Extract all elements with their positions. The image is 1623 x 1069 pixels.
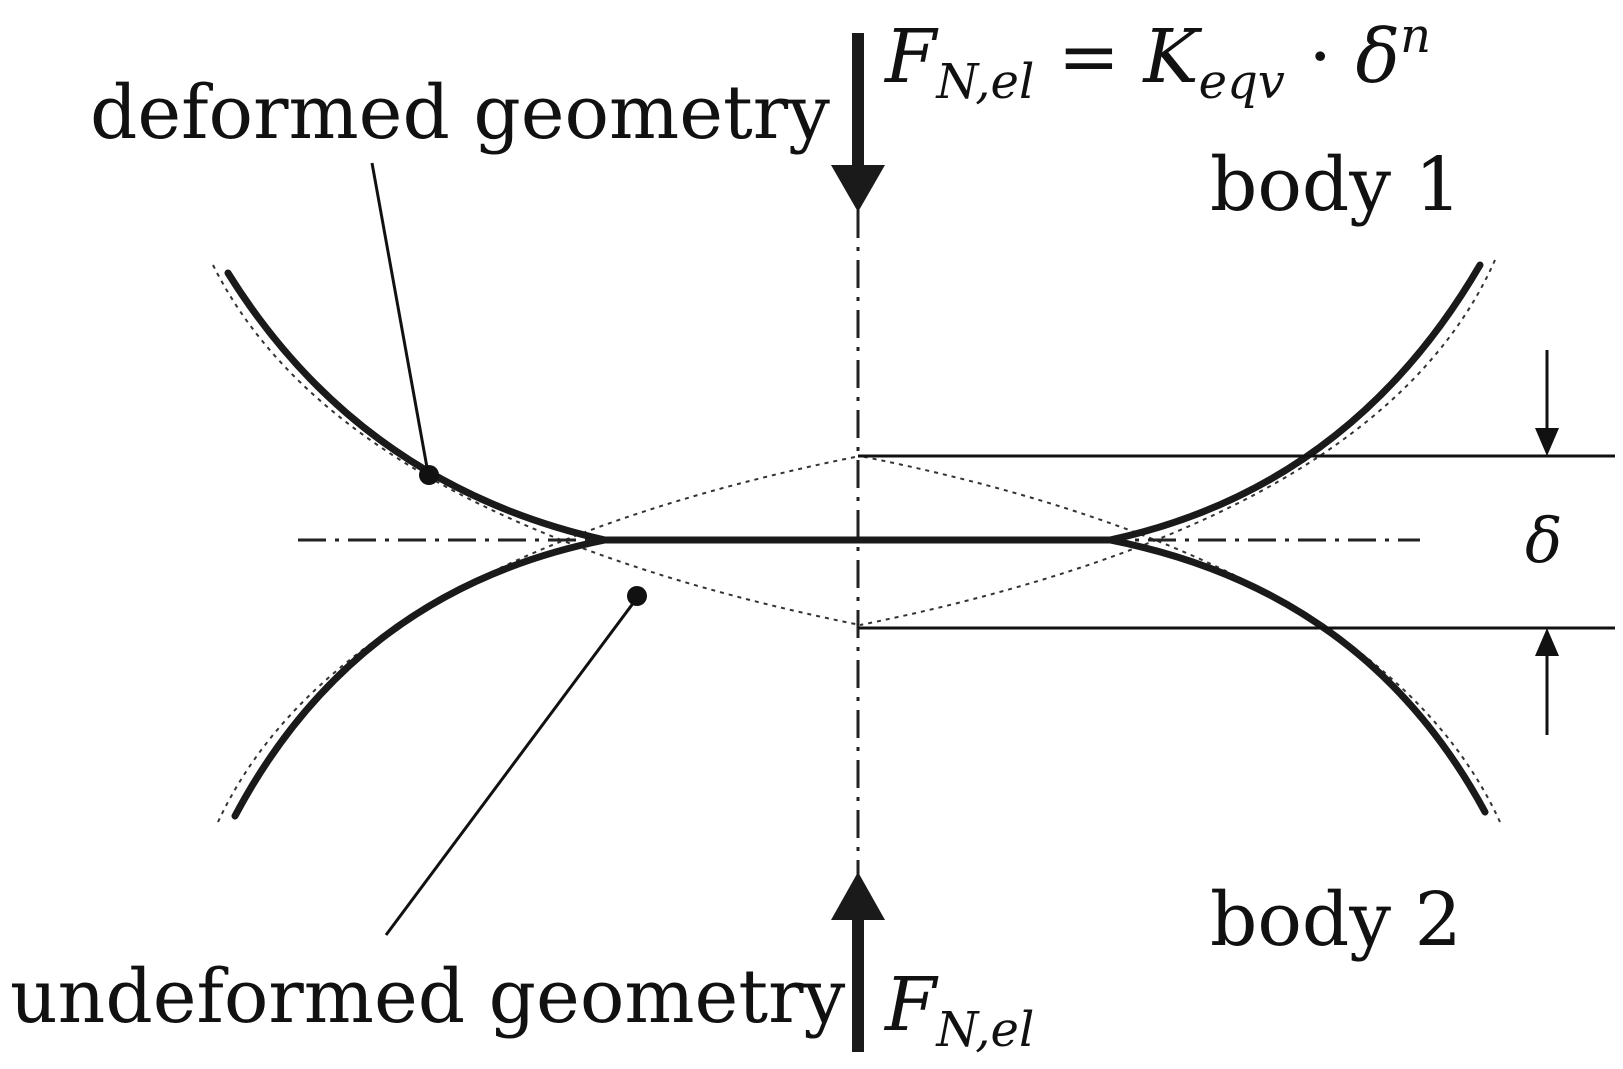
body1-label: body 1 [1210,142,1462,228]
formula-top-equals: = [1034,14,1143,100]
deformed-geometry-label: deformed geometry [90,70,830,156]
deformed-body2-right-curve [1106,536,1489,816]
deformed-body2-left-curve [231,536,609,820]
force-arrow-top [831,33,885,212]
undeformed-upper-right-arc [859,259,1496,626]
deformed-leader-line [370,162,430,474]
force-arrow-bottom [831,872,885,1052]
deformed-body1-right-curve [1106,261,1484,544]
force-arrow-top-shaft [852,33,864,170]
force-arrow-bottom-shaft [852,915,864,1052]
formula-top-delta: δ [1356,14,1401,100]
undeformed-geometry-label: undeformed geometry [10,954,845,1040]
formula-top-F-subscript: N,el [935,54,1034,110]
undeformed-leader-dot [627,586,647,606]
formula-bottom: FN,el [883,962,1034,1058]
delta-symbol: δ [1525,504,1562,577]
delta-dimension: δ [1525,350,1562,735]
deformed-body1-left-curve [224,269,609,544]
force-arrow-bottom-head [831,872,885,920]
formula-top-K: K [1141,14,1202,100]
body2-label: body 2 [1210,877,1462,963]
deformed-geometry [224,261,1489,820]
deformed-leader-dot [419,465,439,485]
delta-arrow-bottom-head [1535,628,1559,656]
formula-bottom-F: F [883,962,939,1048]
formula-bottom-F-subscript: N,el [935,1002,1034,1058]
formula-top: FN,el = Keqv · δn [883,8,1431,110]
formula-top-F: F [883,14,939,100]
formula-top-K-subscript: eqv [1199,54,1285,110]
undeformed-lower-right-arc [859,455,1501,823]
undeformed-lower-left-arc [217,455,861,823]
undeformed-leader-line [384,597,639,936]
force-arrow-top-head [831,165,885,212]
delta-arrow-top-head [1535,428,1559,456]
formula-top-dot: · [1285,14,1356,100]
formula-top-exponent: n [1400,8,1431,64]
undeformed-upper-left-arc [212,264,861,626]
